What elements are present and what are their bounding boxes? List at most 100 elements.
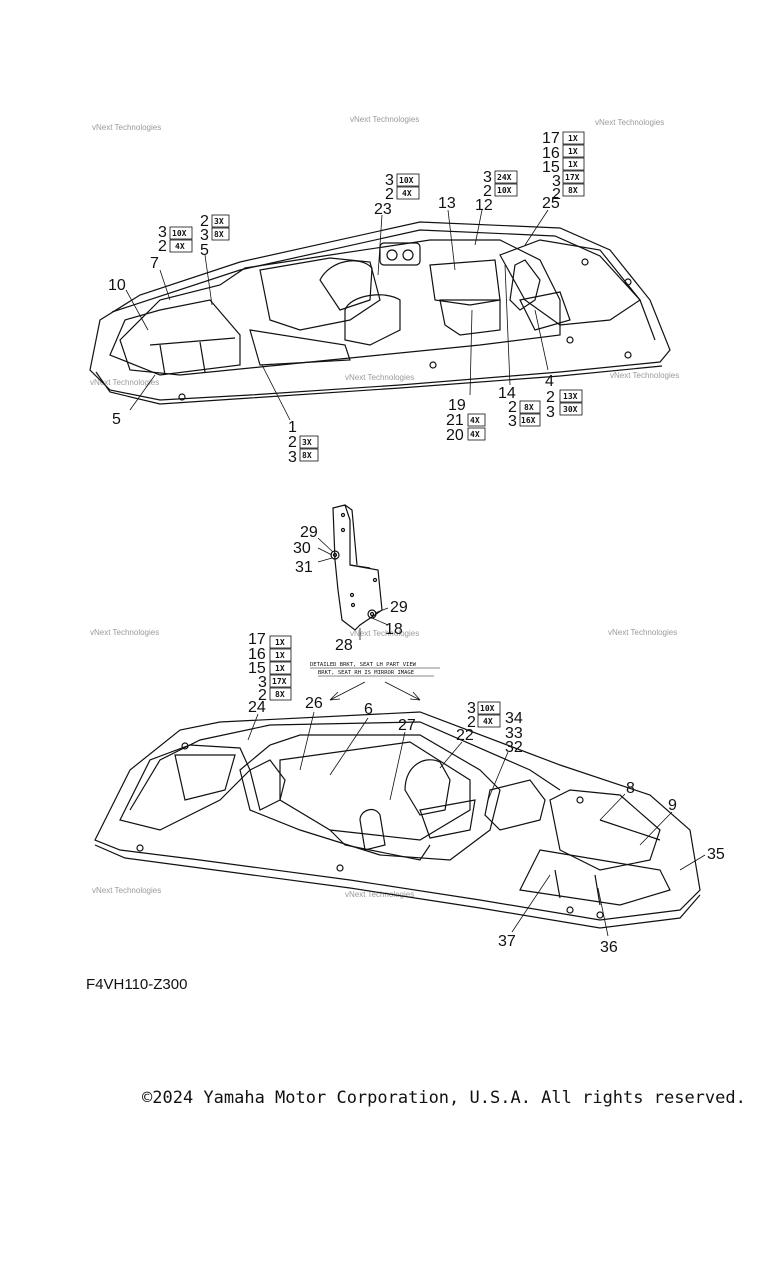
qty-part: 16	[248, 646, 266, 663]
callout-35: 35	[707, 846, 725, 863]
watermark: vNext Technologies	[350, 629, 419, 638]
watermark: vNext Technologies	[345, 890, 414, 899]
qty-value: 3X	[214, 217, 224, 226]
qty-part: 3	[483, 169, 492, 186]
qty-group-top-bottom-right: 2 13X 3 30X	[546, 389, 583, 421]
qty-group-top-left2: 2 3X 3 8X 5	[200, 213, 230, 259]
callout-26: 26	[305, 695, 323, 712]
watermark: vNext Technologies	[608, 628, 677, 637]
detail-note-line1: DETAILED BRKT, SEAT LH PART VIEW	[310, 662, 417, 668]
qty-group-top-center-right: 3 24X 2 10X	[483, 169, 518, 200]
callout-27: 27	[398, 717, 416, 734]
qty-value: 1X	[568, 147, 578, 156]
qty-value: 1X	[275, 638, 285, 647]
watermark: vNext Technologies	[610, 371, 679, 380]
qty-part: 3	[552, 173, 561, 190]
callout-28: 28	[335, 637, 353, 654]
qty-value: 1X	[275, 664, 285, 673]
qty-part: 2	[467, 714, 476, 731]
copyright-notice: ©2024 Yamaha Motor Corporation, U.S.A. A…	[142, 1088, 746, 1108]
qty-value: 4X	[470, 430, 480, 439]
top-callouts: 10 7 5 13 12 25 14 4 19	[108, 195, 560, 428]
qty-part: 3	[200, 227, 209, 244]
bottom-callouts: 24 26 6 27 22 34 33 32 8 9 35 36 37	[248, 695, 725, 956]
callout-13: 13	[438, 195, 456, 212]
watermark: vNext Technologies	[90, 628, 159, 637]
callout-32: 32	[505, 739, 523, 756]
qty-part: 21	[446, 412, 464, 429]
qty-part: 3	[508, 413, 517, 430]
qty-part: 17	[248, 631, 266, 648]
callout-24: 24	[248, 699, 266, 716]
callout-7: 5	[112, 411, 121, 428]
qty-value: 4X	[402, 189, 412, 198]
qty-value: 3X	[302, 438, 312, 447]
qty-group-top-right: 17 1X 16 1X 15 1X 3 17X 2 8X	[542, 130, 585, 203]
qty-part: 2	[158, 238, 167, 255]
callout-31: 31	[295, 559, 313, 576]
callout-9: 9	[668, 797, 677, 814]
qty-part: 1	[288, 419, 297, 436]
qty-part: 3	[288, 449, 297, 466]
callout-10: 7	[150, 255, 159, 272]
qty-group-bottom-left: 17 1X 16 1X 15 1X 3 17X 2 8X	[248, 631, 292, 704]
bottom-boat-illustration	[94, 711, 701, 929]
detail-note: DETAILED BRKT, SEAT LH PART VIEW BRKT, S…	[310, 662, 440, 701]
qty-group-top-bottom-mid2: 2 8X 3 16X	[508, 399, 541, 430]
qty-part: 2	[385, 186, 394, 203]
qty-value: 8X	[214, 230, 224, 239]
bracket-callouts: 29 30 31 29 18 28	[293, 524, 408, 654]
qty-value: 10X	[399, 176, 414, 185]
callout-6: 6	[364, 701, 373, 718]
callout-30: 30	[293, 540, 311, 557]
diagram-code: F4VH110-Z300	[86, 976, 188, 993]
qty-part: 16	[542, 145, 560, 162]
qty-part: 3	[467, 700, 476, 717]
qty-group-top-bottom-mid: 21 4X 20 4X	[446, 412, 486, 444]
bracket-leader-lines	[317, 537, 389, 640]
callout-29: 29	[390, 599, 408, 616]
qty-value: 13X	[563, 392, 578, 401]
qty-value: 4X	[175, 242, 185, 251]
qty-value: 17X	[272, 677, 287, 686]
callout-14: 14	[498, 385, 516, 402]
qty-value: 4X	[483, 717, 493, 726]
qty-part: 3	[158, 224, 167, 241]
qty-value: 24X	[497, 173, 512, 182]
detail-note-line2: BRKT, SEAT RH IS MIRROR IMAGE	[318, 670, 414, 676]
qty-group-top-left: 3 10X 2 4X	[158, 224, 193, 255]
qty-value: 8X	[275, 690, 285, 699]
qty-part: 2	[258, 687, 267, 704]
qty-part: 2	[546, 389, 555, 406]
bottom-leader-lines	[247, 711, 706, 937]
qty-part: 3	[385, 172, 394, 189]
top-boat-illustration	[89, 221, 671, 405]
callout-12: 12	[475, 197, 493, 214]
callout-29: 29	[300, 524, 318, 541]
watermarks: vNext Technologies vNext Technologies vN…	[90, 115, 679, 899]
qty-part: 2	[483, 183, 492, 200]
qty-part: 2	[200, 213, 209, 230]
qty-part: 17	[542, 130, 560, 147]
callout-8: 8	[626, 780, 635, 797]
callout-11: 10	[108, 277, 126, 294]
watermark: vNext Technologies	[345, 373, 414, 382]
qty-value: 1X	[275, 651, 285, 660]
qty-part: 15	[542, 159, 560, 176]
qty-part: 5	[200, 242, 209, 259]
qty-part: 15	[248, 660, 266, 677]
qty-part: 3	[258, 674, 267, 691]
callout-25: 25	[542, 195, 560, 212]
qty-value: 30X	[563, 405, 578, 414]
watermark: vNext Technologies	[595, 118, 664, 127]
qty-value: 1X	[568, 134, 578, 143]
qty-value: 16X	[521, 416, 536, 425]
callout-33: 33	[505, 725, 523, 742]
qty-part: 23	[374, 201, 392, 218]
qty-value: 10X	[497, 186, 512, 195]
qty-part: 3	[546, 404, 555, 421]
qty-part: 2	[288, 434, 297, 451]
qty-part: 2	[552, 186, 561, 203]
callout-34: 34	[505, 710, 523, 727]
